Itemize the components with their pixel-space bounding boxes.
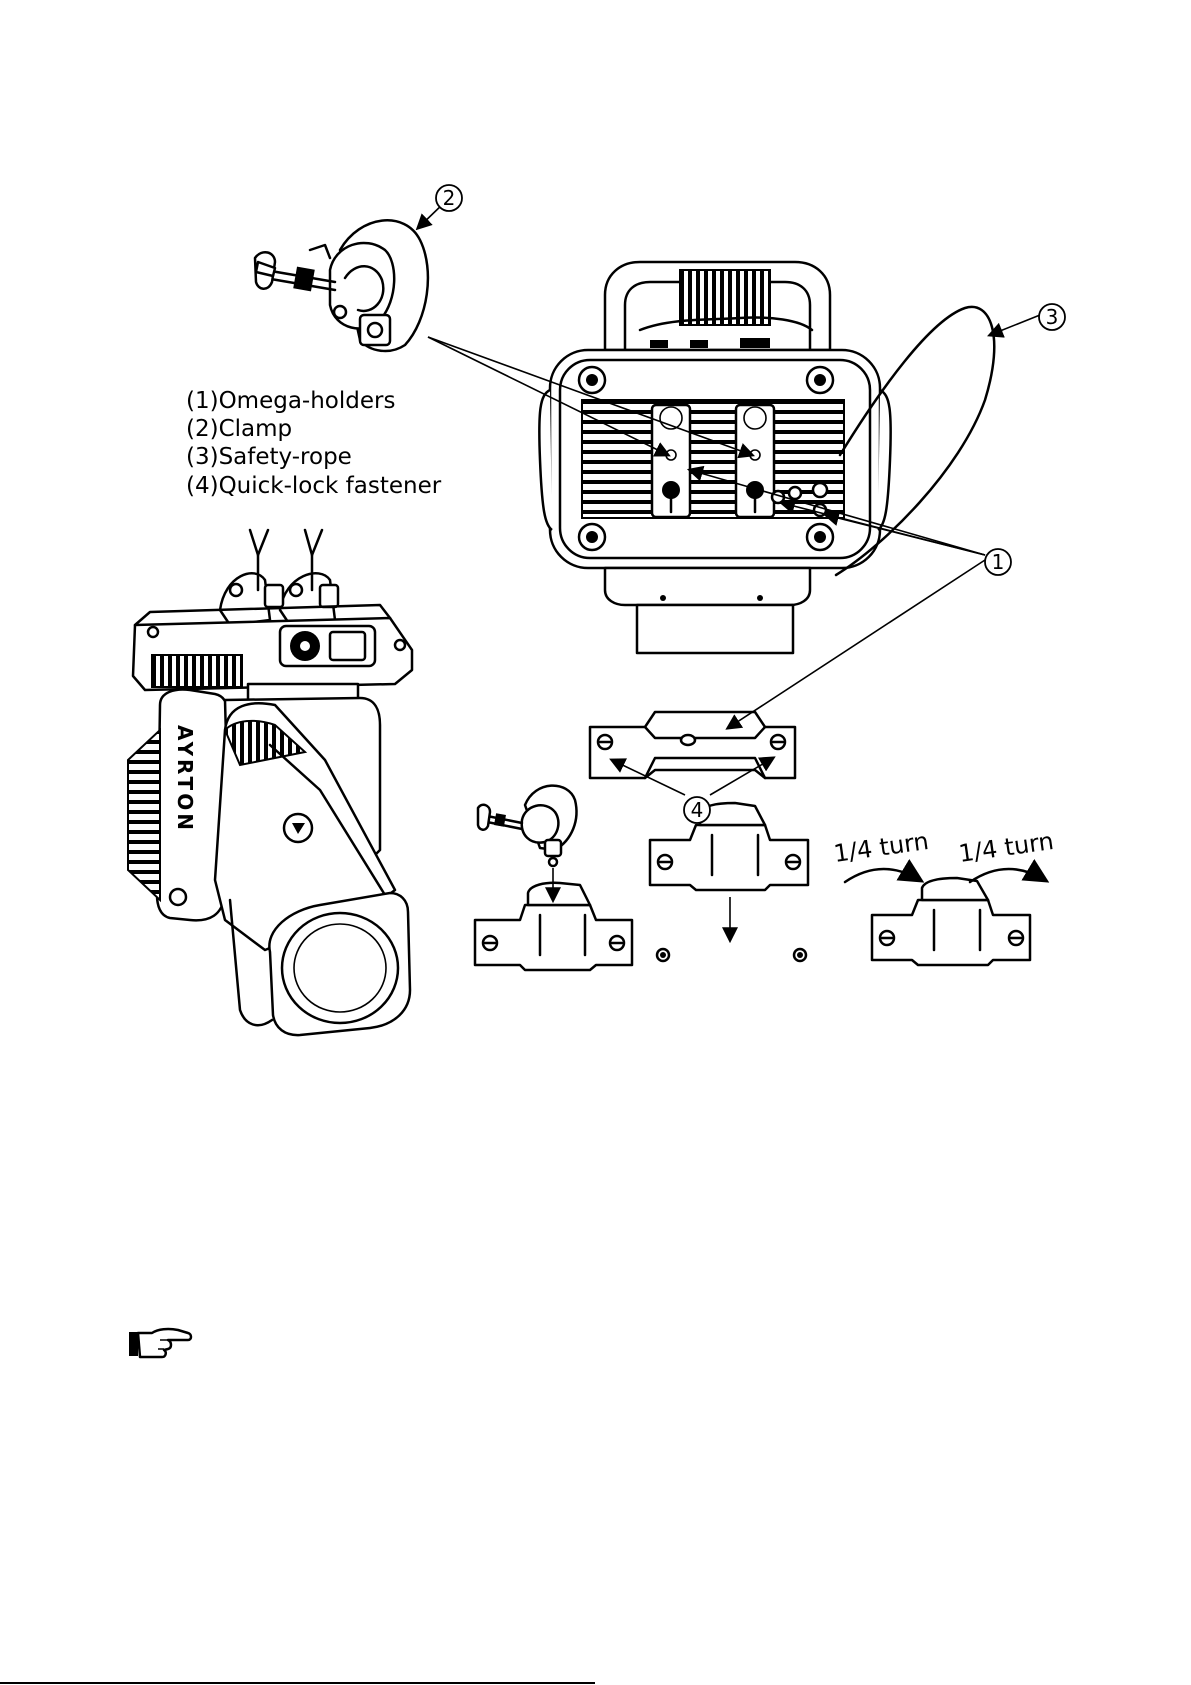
fixture-perspective-view: AYRTON (128, 530, 412, 1035)
small-clamp-drawing (478, 786, 576, 866)
legend-item-omega-holders: (1)Omega-holders (186, 388, 395, 414)
callout-4: 4 (684, 797, 710, 823)
svg-text:3: 3 (1046, 305, 1059, 329)
callout-3: 3 (1039, 304, 1065, 330)
legend-item-clamp: (2)Clamp (186, 416, 292, 442)
omega-holder-detail (590, 712, 795, 778)
legend: (1)Omega-holders (2)Clamp (3)Safety-rope… (186, 388, 442, 499)
pointing-hand-icon (129, 1329, 191, 1357)
fixture-base-top-view (539, 262, 890, 653)
svg-text:1: 1 (992, 550, 1005, 574)
legend-item-safety-rope: (3)Safety-rope (186, 444, 352, 470)
turn-label-first: 1/4 turn (832, 827, 930, 868)
fixture-logo: AYRTON (173, 725, 197, 833)
callout-2: 2 (436, 185, 462, 211)
svg-text:4: 4 (691, 798, 704, 822)
clamp-drawing (255, 220, 428, 351)
turn-label-second: 1/4 turn (957, 827, 1055, 868)
callout-1: 1 (985, 549, 1011, 575)
svg-text:2: 2 (443, 186, 456, 210)
legend-item-quick-lock-fastener: (4)Quick-lock fastener (186, 473, 442, 499)
